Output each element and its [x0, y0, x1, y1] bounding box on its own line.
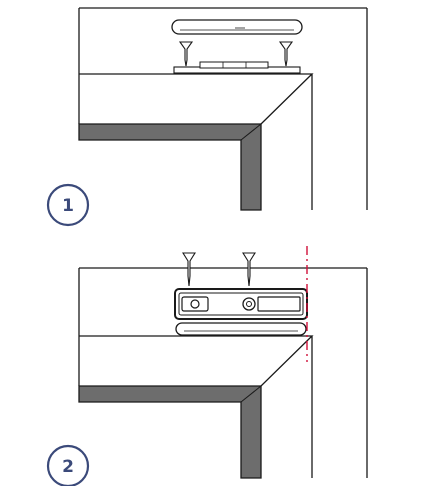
step-2-frame-outline — [78, 335, 314, 478]
step-1-base-clip — [199, 61, 269, 69]
step-2-sensor-base — [174, 288, 308, 320]
step-1-panel: 1 — [46, 7, 368, 227]
step-1-screw-left — [178, 41, 194, 67]
step-1-wall-outline — [78, 8, 368, 210]
step-1-badge — [46, 183, 90, 227]
step-2-screw-left — [182, 252, 196, 287]
step-2-screw-right — [242, 252, 256, 287]
step-1-frame-moulding — [78, 123, 262, 211]
step-1-sensor-cover — [171, 19, 303, 35]
step-1-number: 1 — [62, 196, 74, 216]
step-2-number: 2 — [62, 457, 74, 477]
step-2-frame-moulding — [78, 385, 262, 479]
step-1-frame-outline — [78, 73, 314, 210]
step-2-magnet — [175, 322, 307, 336]
step-1-screw-right — [278, 41, 294, 67]
step-2-wall-outline — [78, 267, 368, 478]
step-2-panel: 2 — [46, 246, 368, 486]
step-2-badge — [46, 444, 90, 486]
step-2-frame-miter — [240, 385, 262, 403]
step-1-frame-miter — [240, 123, 262, 141]
